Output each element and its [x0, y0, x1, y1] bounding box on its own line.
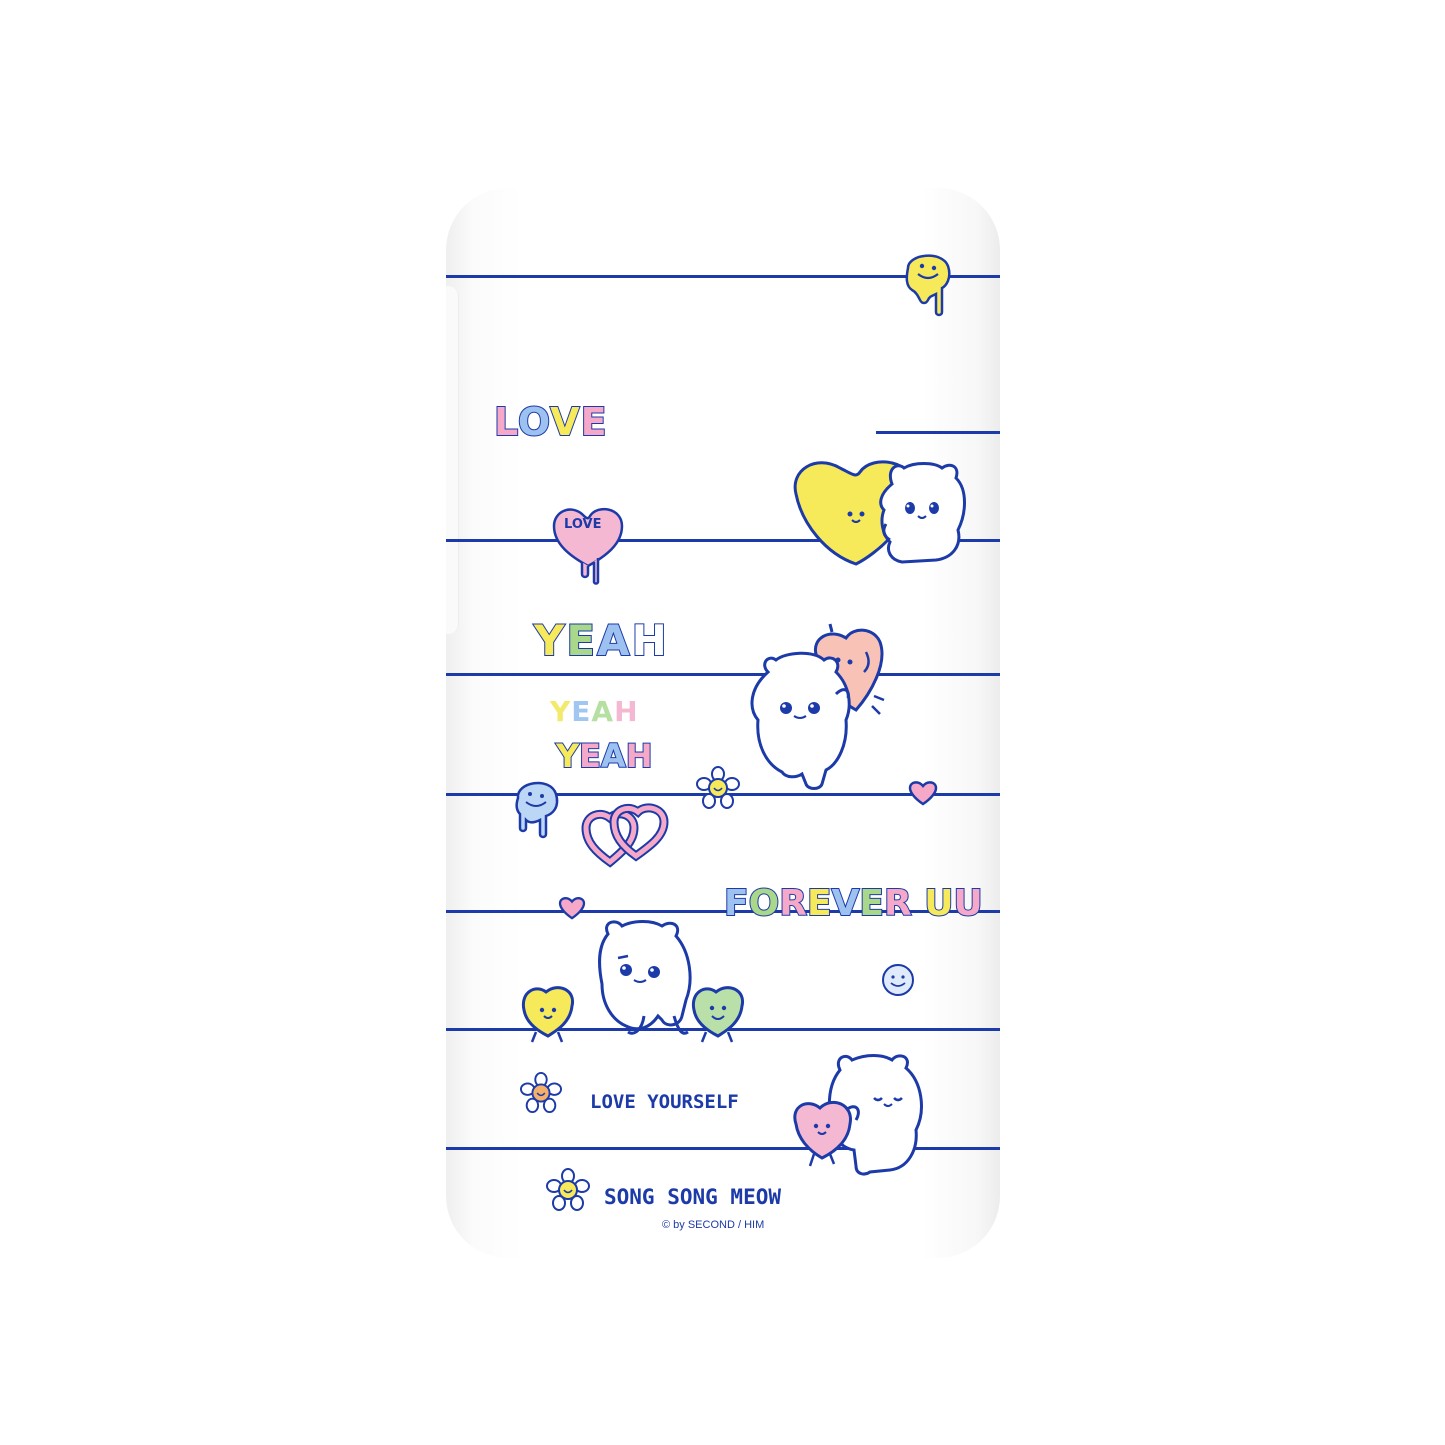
- small-smiley-icon: [882, 964, 914, 996]
- peach-heart-bear-icon: [750, 623, 885, 790]
- forever-sticker-text: FOREVER UU: [723, 883, 984, 924]
- brand-name: SONG SONG MEOW: [604, 1185, 782, 1209]
- flower-icon: [546, 1168, 590, 1211]
- stripe-line: [446, 275, 1000, 278]
- blue-smiley-icon: [515, 781, 559, 839]
- yeah-sticker-text-small: YEAH: [550, 695, 639, 728]
- stripe-line: [446, 1147, 1000, 1150]
- love-heart-icon: [552, 507, 624, 585]
- melting-smiley-icon: [905, 254, 951, 317]
- heart-with-bear-icon: [793, 460, 966, 566]
- copyright-text: © by SECOND / HIM: [662, 1219, 765, 1231]
- stripe-line: [876, 431, 1000, 434]
- love-yourself-text: LOVE YOURSELF: [590, 1091, 739, 1113]
- stripe-line: [446, 539, 1000, 542]
- bear-hugging-heart-icon: [793, 1054, 923, 1176]
- stripe-line: [446, 673, 1000, 676]
- camera-cutout: [446, 286, 459, 634]
- linked-hearts-icon: [581, 803, 669, 868]
- bear-with-hearts-icon: [521, 920, 745, 1043]
- flower-icon: [696, 766, 740, 809]
- yeah-sticker-text-bubble: YEAH: [555, 737, 654, 775]
- yeah-sticker-text: YEAH: [533, 616, 669, 665]
- stripe-line: [446, 910, 1000, 913]
- flower-icon: [520, 1072, 562, 1114]
- small-heart-icon: [908, 781, 938, 806]
- phone-case: LOVE LOVE YEAH YEAH YEAH: [446, 188, 1000, 1258]
- love-sticker-text: LOVE: [493, 400, 608, 444]
- small-heart-icon: [558, 897, 586, 920]
- heart-love-label: LOVE: [564, 517, 602, 532]
